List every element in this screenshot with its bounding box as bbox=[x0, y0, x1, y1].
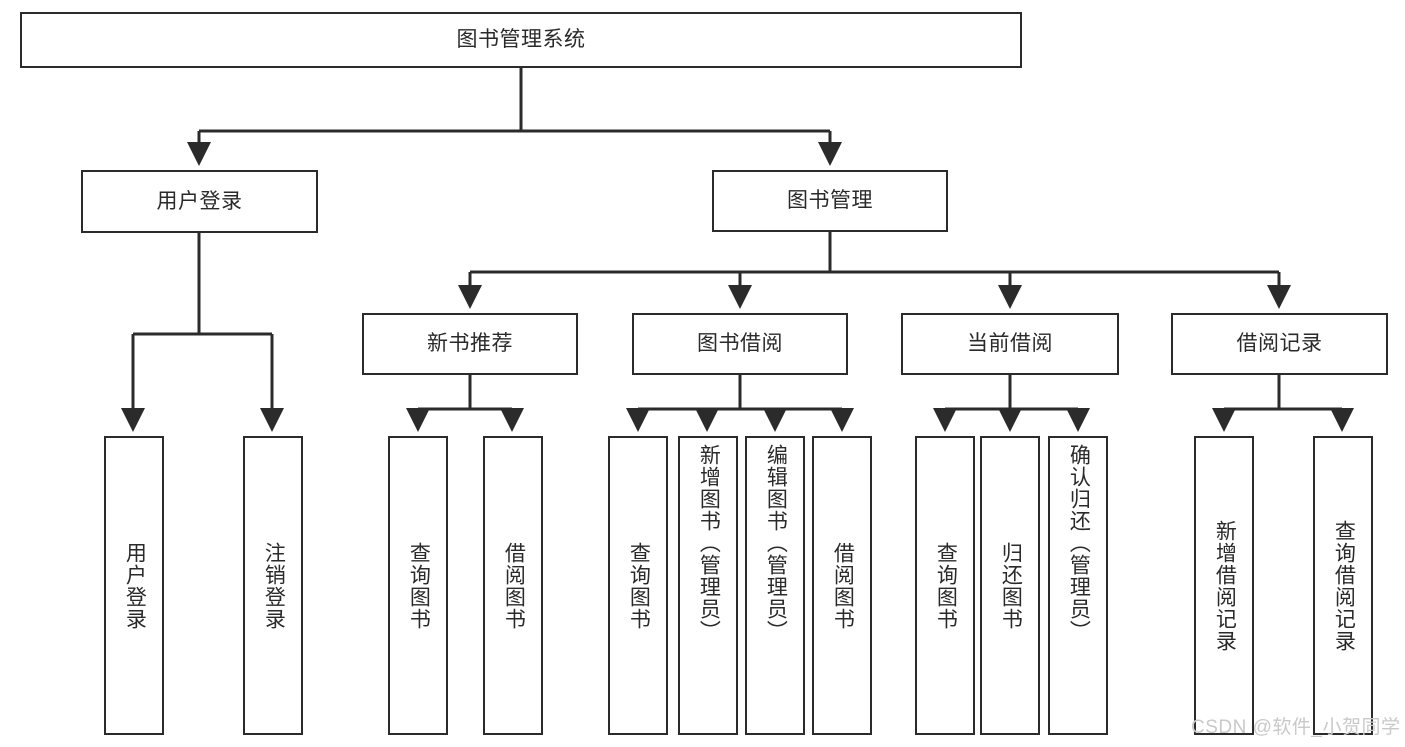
leaf-return-book-label: 归还图书 bbox=[999, 541, 1023, 630]
leaf-borrow-book-1-label: 借阅图书 bbox=[502, 541, 526, 630]
leaf-confirm-return[interactable]: 确认归还（管理员） bbox=[1048, 436, 1108, 735]
node-book-borrow-label: 图书借阅 bbox=[697, 332, 783, 356]
leaf-user-login[interactable]: 用户登录 bbox=[104, 436, 164, 735]
leaf-query-book-2[interactable]: 查询图书 bbox=[608, 436, 668, 735]
node-user-login[interactable]: 用户登录 bbox=[81, 170, 318, 233]
leaf-query-book-3-label: 查询图书 bbox=[934, 541, 958, 630]
node-borrow-record[interactable]: 借阅记录 bbox=[1171, 313, 1388, 375]
leaf-borrow-book-1[interactable]: 借阅图书 bbox=[483, 436, 543, 735]
leaf-edit-book-label: 编辑图书（管理员） bbox=[764, 444, 788, 642]
node-current-borrow[interactable]: 当前借阅 bbox=[901, 313, 1119, 375]
node-new-book-rec[interactable]: 新书推荐 bbox=[362, 313, 578, 375]
leaf-query-record[interactable]: 查询借阅记录 bbox=[1313, 436, 1373, 735]
leaf-add-book-label: 新增图书（管理员） bbox=[697, 444, 721, 642]
leaf-user-login-label: 用户登录 bbox=[123, 541, 147, 630]
leaf-query-book-1[interactable]: 查询图书 bbox=[388, 436, 448, 735]
leaf-return-book[interactable]: 归还图书 bbox=[980, 436, 1040, 735]
node-root[interactable]: 图书管理系统 bbox=[20, 12, 1022, 68]
leaf-borrow-book-2-label: 借阅图书 bbox=[831, 541, 855, 630]
leaf-query-book-3[interactable]: 查询图书 bbox=[915, 436, 975, 735]
leaf-logout-label: 注销登录 bbox=[262, 541, 286, 630]
leaf-logout[interactable]: 注销登录 bbox=[243, 436, 303, 735]
node-user-login-label: 用户登录 bbox=[156, 189, 243, 213]
leaf-query-record-label: 查询借阅记录 bbox=[1332, 519, 1356, 652]
node-current-borrow-label: 当前借阅 bbox=[967, 332, 1053, 356]
leaf-add-book[interactable]: 新增图书（管理员） bbox=[678, 436, 738, 735]
leaf-add-record[interactable]: 新增借阅记录 bbox=[1194, 436, 1254, 735]
csdn-watermark: CSDN @软件_小贺同学 bbox=[1191, 717, 1401, 738]
node-root-label: 图书管理系统 bbox=[456, 28, 586, 52]
leaf-query-book-2-label: 查询图书 bbox=[627, 541, 651, 630]
node-book-manage-label: 图书管理 bbox=[787, 189, 873, 213]
node-borrow-record-label: 借阅记录 bbox=[1236, 332, 1323, 356]
node-new-book-rec-label: 新书推荐 bbox=[427, 332, 513, 356]
leaf-add-record-label: 新增借阅记录 bbox=[1213, 519, 1237, 652]
leaf-query-book-1-label: 查询图书 bbox=[407, 541, 431, 630]
leaf-confirm-return-label: 确认归还（管理员） bbox=[1067, 444, 1091, 642]
node-book-manage[interactable]: 图书管理 bbox=[712, 170, 948, 232]
leaf-edit-book[interactable]: 编辑图书（管理员） bbox=[745, 436, 805, 735]
node-book-borrow[interactable]: 图书借阅 bbox=[632, 313, 848, 375]
leaf-borrow-book-2[interactable]: 借阅图书 bbox=[812, 436, 872, 735]
